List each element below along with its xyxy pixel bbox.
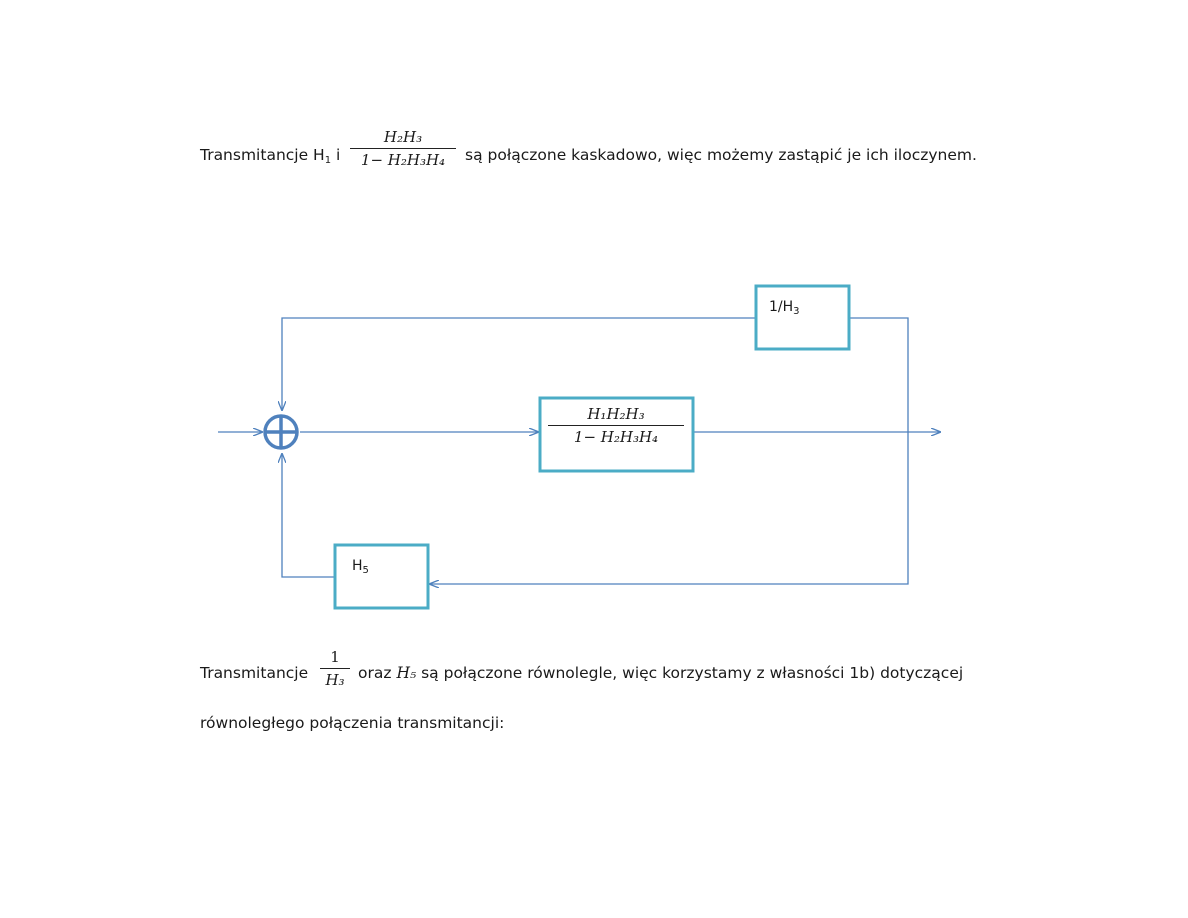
summing-junction bbox=[263, 414, 299, 450]
top-feedforward-line-left bbox=[282, 317, 755, 410]
box-main-denominator: 1− H₂H₃H₄ bbox=[573, 428, 659, 446]
parallel-fraction-numerator: 1 bbox=[330, 648, 340, 666]
intro-fraction-bar bbox=[350, 148, 456, 149]
intro-fraction-numerator: H₂H₃ bbox=[383, 128, 423, 146]
intro-prefix: Transmitancje H bbox=[200, 146, 325, 164]
box-main-transfer bbox=[538, 396, 695, 473]
intro-sentence: Transmitancje H1 i bbox=[200, 146, 340, 166]
box-main-fraction: H₁H₂H₃ 1− H₂H₃H₄ bbox=[548, 405, 684, 446]
parallel-suffix: są połączone równolegle, więc korzystamy… bbox=[421, 664, 964, 682]
box-main-numerator: H₁H₂H₃ bbox=[587, 405, 645, 423]
intro-suffix: są połączone kaskadowo, więc możemy zast… bbox=[465, 146, 977, 164]
bottom-feedback-line-right bbox=[430, 432, 909, 584]
box-h5-label: H5 bbox=[352, 558, 369, 576]
top-feedforward-line-right bbox=[850, 317, 909, 432]
parallel-fraction-bar bbox=[320, 668, 350, 669]
intro-fraction-denominator: 1− H₂H₃H₄ bbox=[360, 151, 446, 169]
bottom-feedback-line-left bbox=[282, 454, 335, 578]
box-inverse-h3-label: 1/H3 bbox=[769, 299, 800, 317]
parallel-h5: H₅ bbox=[396, 664, 417, 682]
parallel-fraction: 1 H₃ bbox=[320, 648, 350, 689]
intro-conj: i bbox=[331, 146, 341, 164]
box-inverse-h3 bbox=[754, 284, 851, 351]
intro-h-sub: 1 bbox=[324, 155, 332, 166]
parallel-prefix: Transmitancje bbox=[200, 664, 309, 682]
parallel-rest: oraz H₅ są połączone równolegle, więc ko… bbox=[358, 664, 963, 682]
parallel-continuation: równoległego połączenia transmitancji: bbox=[200, 714, 505, 732]
box-main-fraction-bar bbox=[548, 425, 684, 426]
box-h5 bbox=[333, 543, 430, 610]
parallel-fraction-denominator: H₃ bbox=[325, 671, 345, 689]
intro-fraction: H₂H₃ 1− H₂H₃H₄ bbox=[350, 128, 456, 169]
parallel-oraz: oraz bbox=[358, 664, 392, 682]
